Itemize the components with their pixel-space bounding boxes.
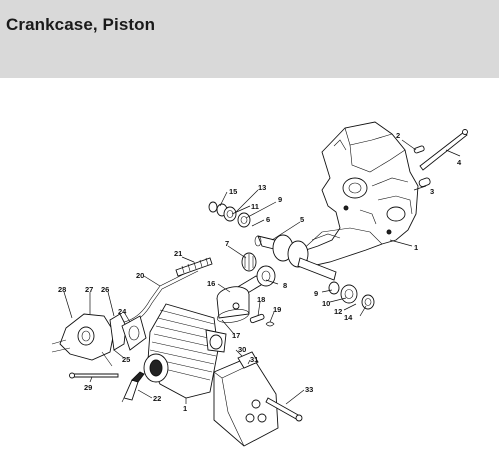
crankcase-part <box>299 121 419 267</box>
intake-flange-24 <box>121 315 147 351</box>
callout-14: 14 <box>344 313 353 322</box>
muffler-part <box>213 351 279 447</box>
bolt-4 <box>419 129 468 171</box>
callout-1-crankcase: 1 <box>414 243 418 252</box>
sleeve-3 <box>418 177 431 188</box>
callout-33: 33 <box>305 385 313 394</box>
callout-3: 3 <box>430 187 434 196</box>
callout-25: 25 <box>122 355 130 364</box>
callout-2: 2 <box>396 131 400 140</box>
callout-30: 30 <box>238 345 246 354</box>
bolt-33 <box>265 397 303 422</box>
callout-13: 13 <box>258 183 266 192</box>
header-bar: Crankcase, Piston <box>0 0 499 78</box>
spring-21 <box>175 257 213 277</box>
screw-29 <box>69 372 119 379</box>
callout-29: 29 <box>84 383 92 392</box>
callout-18: 18 <box>257 295 265 304</box>
callout-26: 26 <box>101 285 109 294</box>
callout-8: 8 <box>283 281 287 290</box>
callout-15: 15 <box>229 187 237 196</box>
circlip-19 <box>265 321 275 327</box>
callout-12: 12 <box>334 307 342 316</box>
callout-17: 17 <box>232 331 240 340</box>
callout-28: 28 <box>58 285 66 294</box>
callout-27: 27 <box>85 285 93 294</box>
crankshaft-part <box>254 234 337 281</box>
callout-21: 21 <box>174 249 182 258</box>
callout-22: 22 <box>153 394 161 403</box>
callout-6: 6 <box>266 215 270 224</box>
bearing-parts-right <box>328 281 375 310</box>
callout-9-top: 9 <box>278 195 282 204</box>
callout-19: 19 <box>273 305 281 314</box>
callout-7: 7 <box>225 239 229 248</box>
cylinder-part <box>143 303 227 399</box>
callout-16: 16 <box>207 279 215 288</box>
callout-31: 31 <box>250 355 258 364</box>
page-title: Crankcase, Piston <box>6 15 156 34</box>
needle-cage-7 <box>241 252 257 272</box>
spark-plug-22 <box>121 371 145 403</box>
exploded-parts-diagram: 1 2 3 4 15 13 11 9 6 5 7 21 20 8 16 18 1… <box>51 121 468 447</box>
carburetor-part <box>51 313 115 367</box>
callout-1-cylinder: 1 <box>183 404 187 413</box>
callout-labels: 1 2 3 4 15 13 11 9 6 5 7 21 20 8 16 18 1… <box>58 131 462 413</box>
callout-4: 4 <box>457 158 462 167</box>
bearing-parts-left <box>208 201 251 228</box>
callout-20: 20 <box>136 271 144 280</box>
callout-24: 24 <box>118 307 127 316</box>
callout-5: 5 <box>300 215 304 224</box>
callout-11: 11 <box>251 202 259 211</box>
callout-9-right: 9 <box>314 289 318 298</box>
callout-10: 10 <box>322 299 330 308</box>
piston-pin-18 <box>249 313 265 324</box>
leader-lines <box>63 139 461 405</box>
piston-part <box>216 286 250 323</box>
pin-2 <box>413 145 425 154</box>
